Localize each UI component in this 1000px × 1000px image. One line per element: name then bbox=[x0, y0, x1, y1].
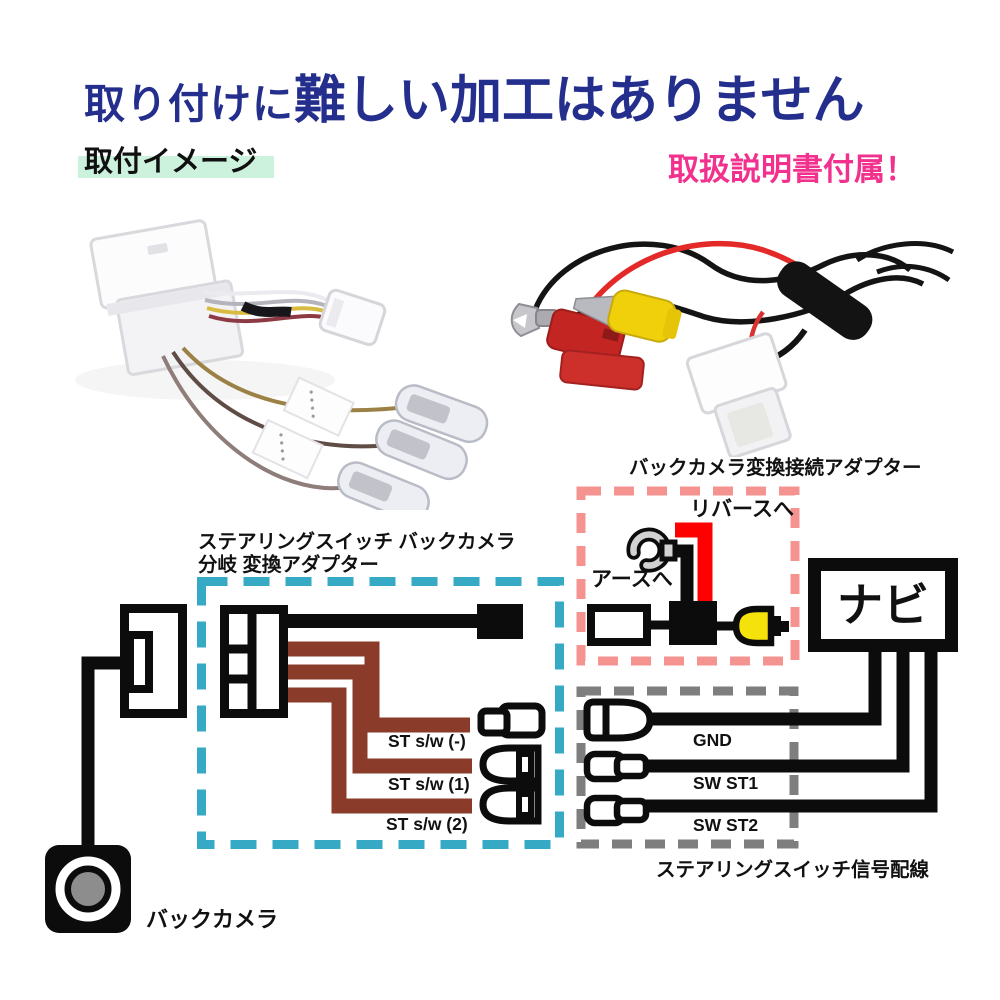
gnd-terminal bbox=[583, 698, 654, 742]
steering-adapter-label-line2: 分岐 変換アダプター bbox=[198, 553, 379, 576]
wire-tag bbox=[251, 418, 324, 480]
wire-bundle bbox=[202, 290, 328, 324]
navi-wires bbox=[645, 650, 938, 813]
adapter-photo bbox=[510, 240, 955, 457]
gnd-label: GND bbox=[693, 730, 732, 750]
brown-leads bbox=[288, 641, 472, 814]
wire-tag bbox=[282, 376, 355, 437]
ground-fork-terminal bbox=[510, 302, 559, 338]
camera-wire bbox=[81, 656, 131, 850]
back-camera-icon bbox=[45, 845, 131, 933]
spade-terminal bbox=[375, 419, 468, 481]
pink-dashed-box bbox=[576, 486, 800, 666]
gray-dashed-box bbox=[576, 686, 799, 849]
blue-dashed-box bbox=[197, 577, 564, 849]
steering-adapter-label-line1: ステアリングスイッチ バックカメラ bbox=[198, 530, 515, 553]
white-connector-small bbox=[318, 288, 387, 347]
title-regular: 取り付けに bbox=[84, 81, 294, 127]
navi-box bbox=[808, 558, 958, 652]
spade-terminal bbox=[337, 461, 430, 510]
back-camera-label: バックカメラ bbox=[146, 907, 278, 932]
inline-module bbox=[777, 261, 873, 340]
earth-label: アースへ bbox=[591, 568, 673, 591]
camera-connector-key bbox=[126, 631, 153, 693]
navi-label: ナビ bbox=[837, 579, 929, 631]
sw-st2-terminal bbox=[583, 794, 650, 827]
steering-adapter-connector bbox=[220, 605, 288, 718]
st-sw-1-terminal bbox=[479, 744, 542, 785]
spade-terminal bbox=[394, 384, 489, 444]
page-title: 取り付けに難しい加工はありません bbox=[84, 58, 864, 133]
install-image-label: 取付イメージ bbox=[84, 146, 258, 178]
reverse-label: リバースへ bbox=[690, 498, 794, 521]
mint-highlight bbox=[78, 156, 274, 178]
adapter-body bbox=[669, 601, 717, 645]
white-connector-large bbox=[89, 219, 245, 376]
harness-photo bbox=[75, 219, 489, 510]
rca-plug-icon bbox=[732, 605, 789, 647]
st-sw-minus-terminal bbox=[477, 702, 546, 739]
signal-wiring-caption: ステアリングスイッチ信号配線 bbox=[656, 858, 930, 881]
adapter-caption: バックカメラ変換接続アダプター bbox=[629, 456, 922, 479]
sw-st1-label: SW ST1 bbox=[693, 773, 758, 793]
st-sw-2-terminal bbox=[479, 784, 542, 825]
manual-included-badge: 取扱説明書付属！ bbox=[668, 152, 916, 187]
st-sw-2-label: ST s/w (2) bbox=[386, 814, 468, 834]
white-connector-plug bbox=[685, 332, 792, 457]
ring-terminal-icon bbox=[626, 527, 678, 573]
adapter-plug bbox=[587, 604, 651, 646]
st-sw-minus-label: ST s/w (-) bbox=[388, 731, 466, 751]
st-sw-1-label: ST s/w (1) bbox=[388, 774, 470, 794]
sw-st2-label: SW ST2 bbox=[693, 815, 758, 835]
title-bold: 難しい加工はありません bbox=[294, 72, 865, 130]
reverse-wire bbox=[675, 522, 713, 606]
sw-st1-terminal bbox=[583, 750, 650, 783]
camera-connector bbox=[120, 604, 187, 718]
rca-plug bbox=[572, 289, 682, 343]
install-image-badge: 取付イメージ bbox=[78, 138, 274, 180]
black-lead-terminal bbox=[477, 604, 523, 639]
